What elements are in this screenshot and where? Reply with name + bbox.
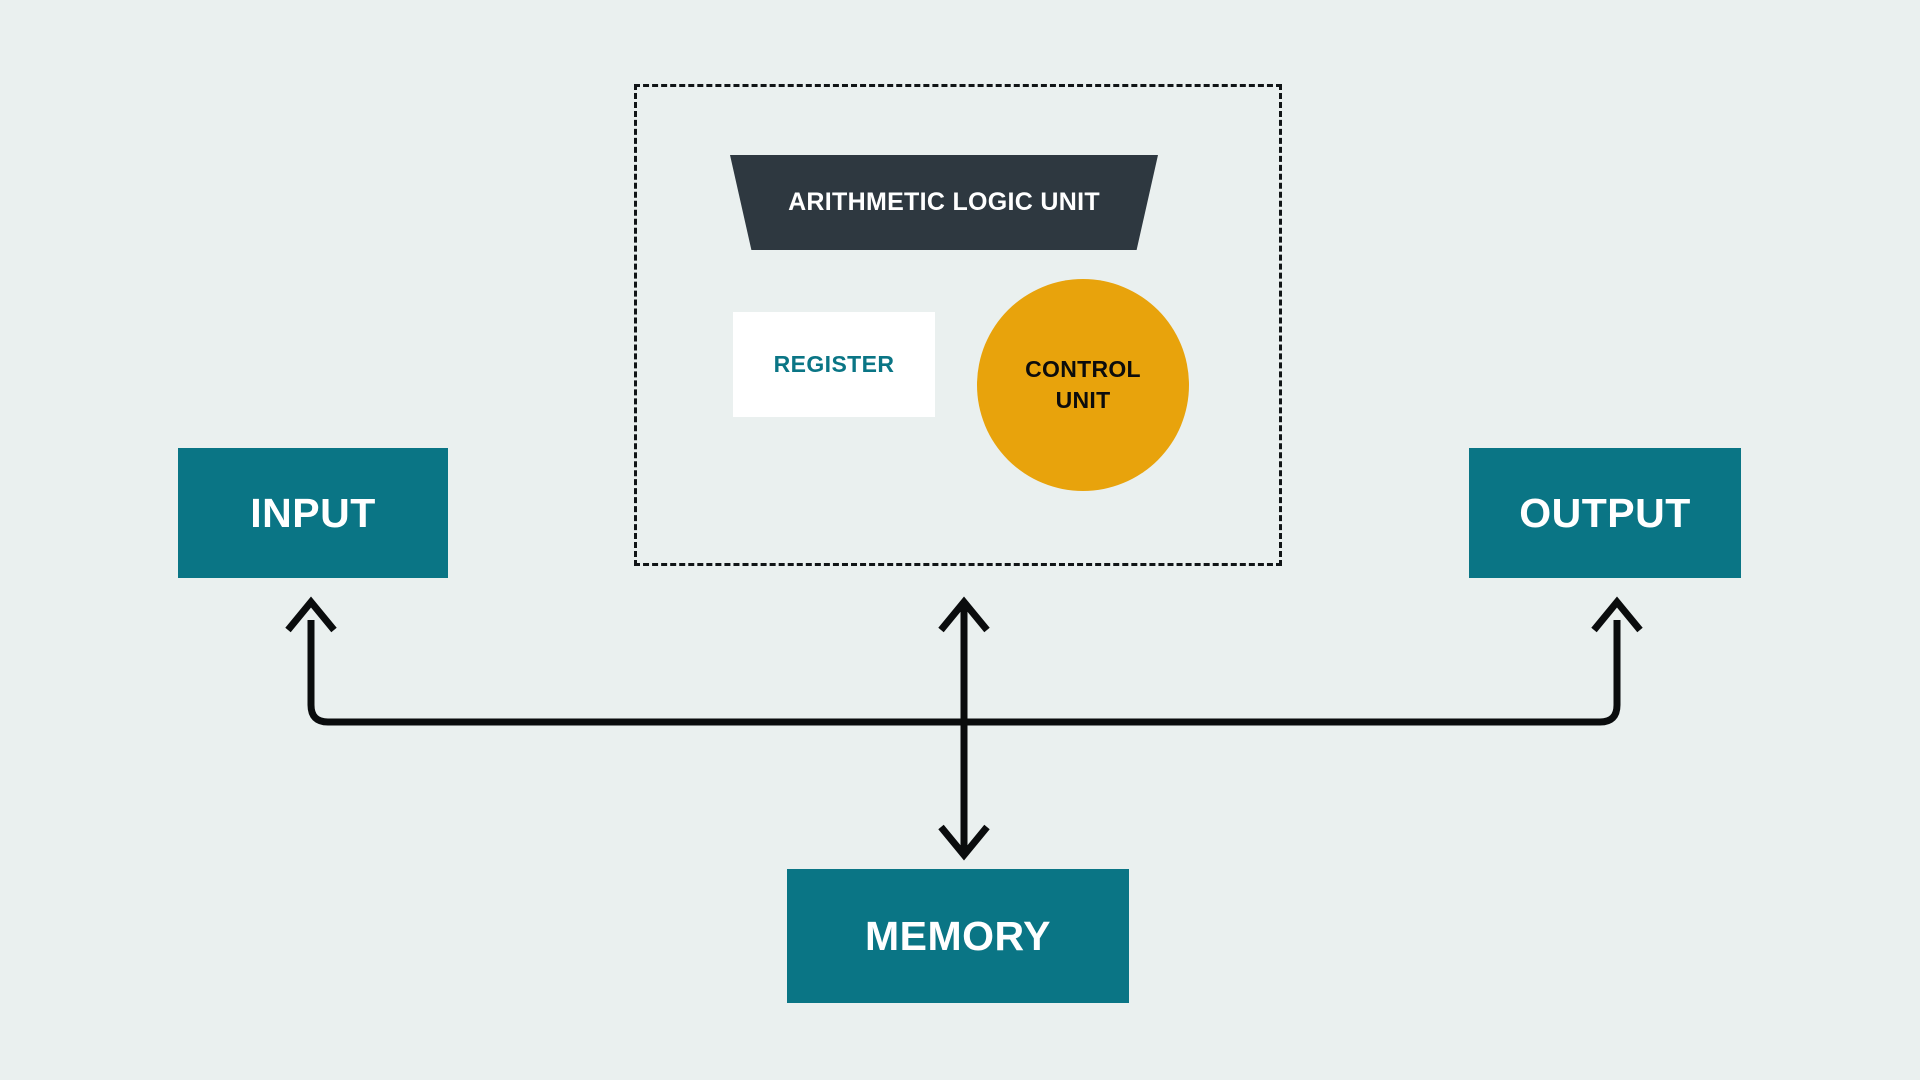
arrowhead-output-icon: [1591, 596, 1643, 633]
system-bus-path: [307, 620, 1621, 726]
arrowhead-input-icon: [285, 596, 337, 633]
control-unit-label-line2: UNIT: [1055, 387, 1111, 413]
register-label: REGISTER: [773, 351, 895, 377]
arrowhead-memory-down-icon: [938, 824, 990, 861]
control-unit-circle[interactable]: CONTROL UNIT: [977, 279, 1189, 491]
control-unit-label-line1: CONTROL: [1025, 356, 1141, 383]
input-label: INPUT: [250, 489, 376, 536]
register-box[interactable]: REGISTER: [733, 312, 935, 417]
output-label: OUTPUT: [1519, 489, 1691, 536]
input-box[interactable]: INPUT: [178, 448, 448, 578]
memory-label: MEMORY: [865, 912, 1051, 959]
arithmetic-logic-unit-shape[interactable]: ARITHMETIC LOGIC UNIT: [730, 155, 1158, 250]
cpu-boundary: [634, 84, 1282, 566]
arrowhead-cpu-up-icon: [938, 596, 990, 633]
memory-box[interactable]: MEMORY: [787, 869, 1129, 1003]
output-box[interactable]: OUTPUT: [1469, 448, 1741, 578]
arithmetic-logic-unit-label: ARITHMETIC LOGIC UNIT: [788, 188, 1100, 216]
